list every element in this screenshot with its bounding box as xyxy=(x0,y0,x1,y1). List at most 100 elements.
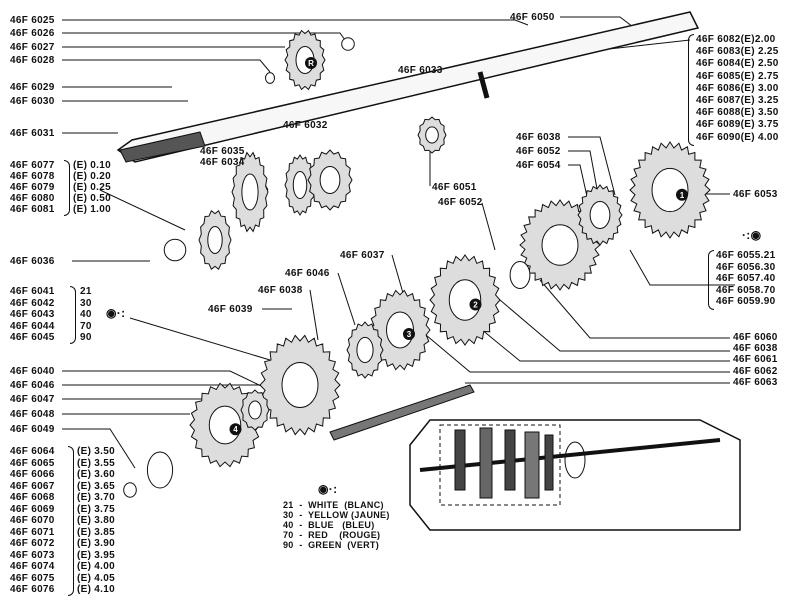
brace xyxy=(708,250,714,310)
part-label-6049: 46F 6049 xyxy=(10,424,55,435)
gear-marker xyxy=(469,298,482,311)
part-number: 46F 6070 xyxy=(10,515,55,526)
legend-item-red: 70 - RED (ROUGE) xyxy=(283,530,381,540)
part-label-6046: 46F 6046 xyxy=(285,268,330,279)
gear xyxy=(265,72,275,84)
eye-icon: ◉·: xyxy=(318,482,338,496)
part-number: 46F 6088(E) 3.50 xyxy=(696,107,779,119)
part-label-6039: 46F 6039 xyxy=(208,304,253,315)
leader-lines xyxy=(62,16,735,469)
color-code: 70 xyxy=(80,320,92,332)
part-label-6061: 46F 6061 xyxy=(733,354,778,366)
part-number: 46F 6085(E) 2.75 xyxy=(696,70,779,82)
gear xyxy=(240,389,270,431)
part-number: 46F 6068 xyxy=(10,492,55,503)
legend-item-white: 21 - WHITE (BLANC) xyxy=(283,500,384,510)
part-label-6025: 46F 6025 xyxy=(10,15,55,26)
part-label-6054: 46F 6054 xyxy=(516,160,561,171)
part-number: 46F 6081 xyxy=(10,204,55,215)
part-number: 46F 6084(E) 2.50 xyxy=(696,58,779,70)
part-number: 46F 6087(E) 3.25 xyxy=(696,94,779,106)
legend-item-yellow: 30 - YELLOW (JAUNE) xyxy=(283,510,390,520)
group-6041-codes: 21 30 40 70 90 xyxy=(80,286,92,344)
part-label-6034: 46F 6034 xyxy=(200,157,245,168)
shim-size: (E) 3.65 xyxy=(77,480,115,492)
part-label-6060: 46F 6060 xyxy=(733,332,778,343)
shim-size: (E) 3.55 xyxy=(77,457,115,469)
part-label-6051: 46F 6051 xyxy=(432,182,477,193)
part-label-6031: 46F 6031 xyxy=(10,128,55,139)
part-label-6028: 46F 6028 xyxy=(10,55,55,66)
gear xyxy=(417,116,447,154)
part-number: 46F 6083(E) 2.25 xyxy=(696,46,779,58)
gear-marker-label: 4 xyxy=(233,425,238,434)
part-number: 46F 6089(E) 3.75 xyxy=(696,119,779,131)
part-label-6048: 46F 6048 xyxy=(10,409,55,420)
part-label-6038: 46F 6038 xyxy=(516,132,561,143)
gear: 3 xyxy=(369,289,431,371)
legend-item-green: 90 - GREEN (VERT) xyxy=(283,540,380,550)
group-6055: 46F 6055.21 46F 6056.30 46F 6057.40 46F … xyxy=(716,250,775,308)
color-code: 30 xyxy=(80,297,92,309)
gear-marker xyxy=(403,328,415,340)
shim-size: (E) 3.90 xyxy=(77,538,115,549)
legend-item-blue: 40 - BLUE (BLEU) xyxy=(283,520,375,530)
part-number: 46F 6069 xyxy=(10,503,55,515)
shim-size: (E) 3.60 xyxy=(77,469,115,480)
gear xyxy=(259,334,341,436)
gear xyxy=(346,321,384,379)
color-legend: 21 - WHITE (BLANC) 30 - YELLOW (JAUNE) 4… xyxy=(283,500,390,550)
part-number: 46F 6090(E) 4.00 xyxy=(696,131,779,143)
part-label-6030: 46F 6030 xyxy=(10,96,55,107)
part-number: 46F 6074 xyxy=(10,561,55,572)
part-number: 46F 6071 xyxy=(10,526,55,538)
part-label-6052: 46F 6052 xyxy=(438,197,483,208)
shim-group-6077-sizes: (E) 0.10 (E) 0.20 (E) 0.25 (E) 0.50 (E) … xyxy=(73,160,111,215)
part-label-6046: 46F 6046 xyxy=(10,380,55,391)
part-number: 46F 6045 xyxy=(10,332,55,343)
shim-size: (E) 0.10 xyxy=(73,160,111,171)
gear-marker xyxy=(676,188,688,201)
gear-marker-label: 1 xyxy=(680,191,685,200)
gear xyxy=(577,184,623,246)
part-label-6063: 46F 6063 xyxy=(733,376,778,388)
part-number: 46F 6056.30 xyxy=(716,261,776,273)
shim-size: (E) 4.05 xyxy=(77,572,115,584)
gear: 1 xyxy=(629,141,711,239)
part-label-6038: 46F 6038 xyxy=(733,343,778,355)
shim-group-6077-parts: 46F 6077 46F 6078 46F 6079 46F 6080 46F … xyxy=(10,160,55,215)
part-number: 46F 6079 xyxy=(10,182,55,193)
part-number: 46F 6043 xyxy=(10,309,55,320)
part-label-6047: 46F 6047 xyxy=(10,394,55,405)
part-label-6050: 46F 6050 xyxy=(510,12,555,23)
part-label-6029: 46F 6029 xyxy=(10,82,55,93)
gear: 4 xyxy=(189,382,261,468)
gear xyxy=(163,238,187,262)
part-label-6053: 46F 6053 xyxy=(733,189,778,200)
eye-icon: ·:◉ xyxy=(742,228,762,242)
shim-size: (E) 0.50 xyxy=(73,193,111,204)
part-number: 46F 6078 xyxy=(10,171,55,182)
shim-size: (E) 1.00 xyxy=(73,204,111,215)
gear xyxy=(284,154,316,216)
part-label-6033: 46F 6033 xyxy=(398,65,443,76)
part-label-6026: 46F 6026 xyxy=(10,28,55,39)
gear: 2 xyxy=(429,254,501,346)
shafts xyxy=(116,11,700,441)
part-number: 46F 6065 xyxy=(10,457,55,469)
part-label-6040: 46F 6040 xyxy=(10,366,55,377)
shim-group-6082: 46F 6082(E)2.00 46F 6083(E) 2.25 46F 608… xyxy=(696,34,779,144)
part-number: 46F 6082(E)2.00 xyxy=(696,34,776,45)
brace xyxy=(68,446,74,596)
brace xyxy=(64,160,70,216)
part-number: 46F 6080 xyxy=(10,193,55,204)
shim-size: (E) 3.70 xyxy=(77,492,115,503)
part-label-6035: 46F 6035 xyxy=(200,146,245,157)
part-label-6032: 46F 6032 xyxy=(283,120,328,131)
gear-marker-label: 3 xyxy=(407,330,412,339)
part-number: 46F 6057.40 xyxy=(716,273,776,284)
shim-size: (E) 3.85 xyxy=(77,526,115,538)
